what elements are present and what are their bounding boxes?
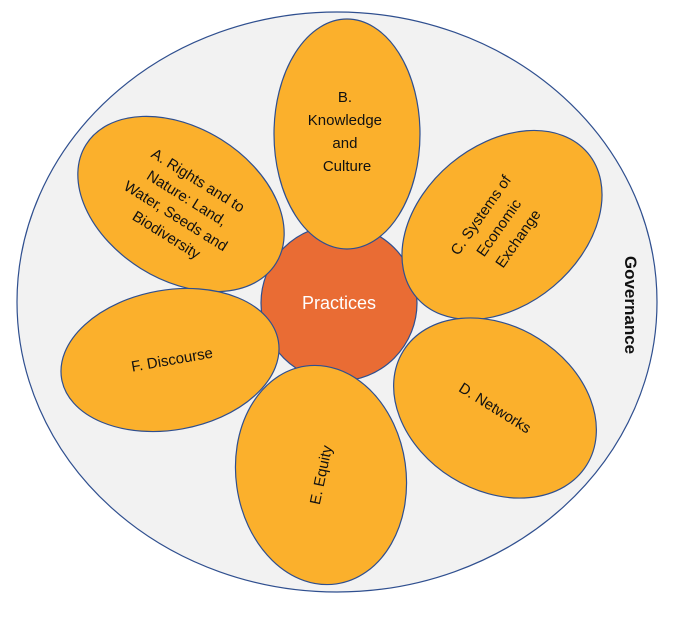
petal-d: D. Networks bbox=[393, 317, 597, 499]
petal-b: B. Knowledge and Culture bbox=[273, 18, 421, 250]
petal-a: A. Rights and to Nature: Land, Water, Se… bbox=[77, 115, 285, 293]
petal-b-label: B. Knowledge and Culture bbox=[308, 89, 386, 175]
petal-c: C. Systems of Economic Exchange bbox=[401, 129, 603, 321]
practices-label: Practices bbox=[302, 293, 376, 313]
petal-f: F. Discourse bbox=[60, 287, 280, 433]
governance-label: Governance bbox=[621, 256, 640, 354]
petal-e: E. Equity bbox=[234, 364, 408, 586]
